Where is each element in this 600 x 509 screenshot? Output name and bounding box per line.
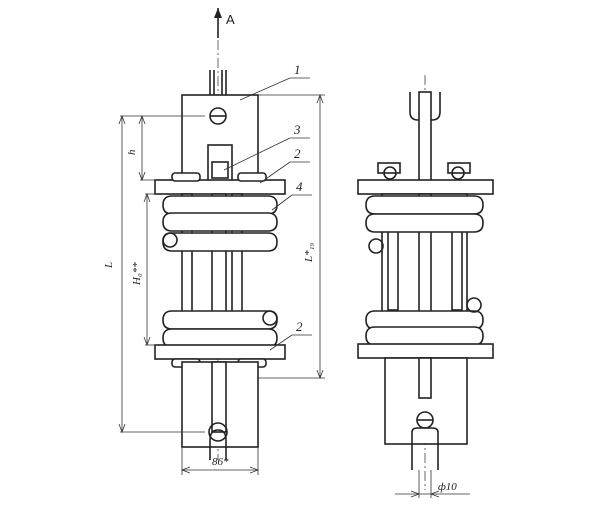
part-leaders: 1 3 2 4 2 — [223, 62, 312, 351]
side-top-plate — [357, 179, 494, 195]
bottom-hook — [209, 429, 227, 460]
dimension-rod-diameter: ф10 — [395, 470, 470, 498]
side-bottom-plate — [357, 343, 494, 359]
dimension-H0: H₀** — [131, 192, 158, 347]
top-spring-plate — [154, 179, 286, 195]
side-spring-coils — [365, 195, 484, 346]
svg-text:H₀**: H₀** — [131, 262, 143, 286]
svg-text:h: h — [126, 149, 138, 155]
svg-text:1: 1 — [294, 62, 301, 77]
bottom-spring-plate — [154, 344, 286, 360]
svg-text:ф10: ф10 — [438, 481, 457, 493]
svg-text:L: L — [103, 262, 115, 269]
svg-text:L*₁₉: L*₁₉ — [303, 243, 315, 263]
side-bottom-hook — [411, 427, 439, 470]
side-view-a: ф10 — [357, 75, 494, 498]
svg-text:2: 2 — [296, 319, 303, 334]
svg-text:86*: 86* — [212, 456, 229, 468]
view-arrow-head — [214, 8, 222, 18]
dimension-width: 86* — [180, 447, 260, 475]
svg-text:4: 4 — [296, 179, 303, 194]
front-view: A — [103, 8, 325, 475]
dimension-L19: L*₁₉ — [258, 93, 325, 380]
dimension-L: L — [103, 114, 205, 434]
view-arrow-label: A — [226, 12, 235, 27]
svg-text:2: 2 — [294, 146, 301, 161]
lower-pin — [208, 422, 228, 442]
dimension-h: h — [126, 114, 158, 182]
spring-coils — [162, 195, 278, 348]
svg-text:3: 3 — [293, 122, 301, 137]
